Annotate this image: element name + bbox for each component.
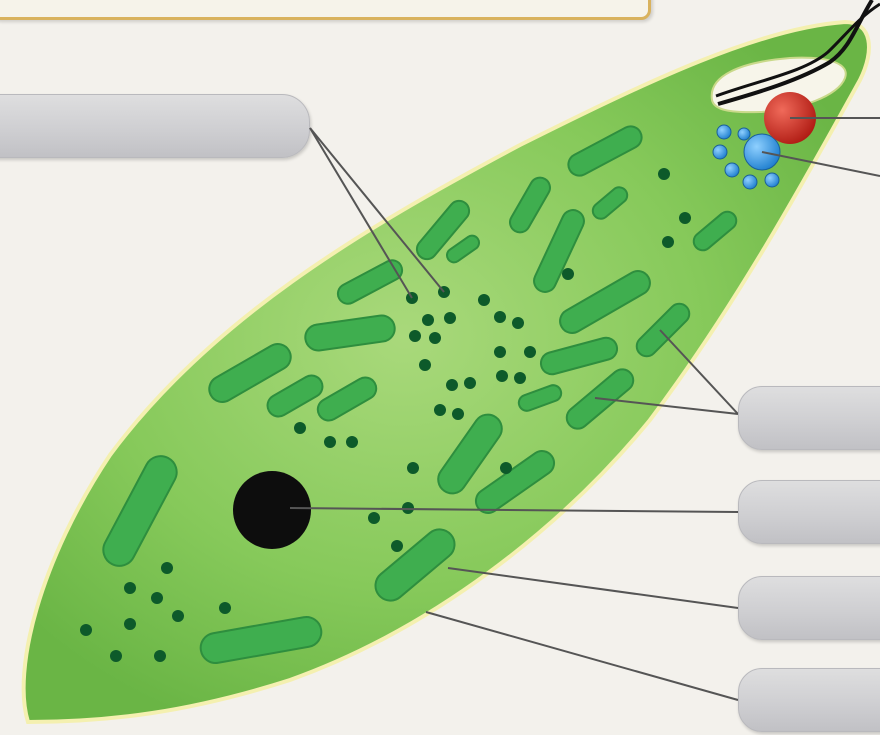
vesicle	[765, 173, 779, 187]
granule	[407, 462, 419, 474]
granule	[124, 582, 136, 594]
granule	[419, 359, 431, 371]
granule	[524, 346, 536, 358]
granule	[151, 592, 163, 604]
leader-line	[448, 568, 738, 608]
granule	[494, 346, 506, 358]
granule	[494, 311, 506, 323]
granule	[172, 610, 184, 622]
granule	[346, 436, 358, 448]
granule	[294, 422, 306, 434]
vesicle	[717, 125, 731, 139]
granule	[662, 236, 674, 248]
granule	[562, 268, 574, 280]
granule	[422, 314, 434, 326]
leader-line	[426, 612, 738, 700]
granule	[434, 404, 446, 416]
granule	[446, 379, 458, 391]
granule	[219, 602, 231, 614]
vesicle	[713, 145, 727, 159]
granule	[512, 317, 524, 329]
granule	[464, 377, 476, 389]
label-box-nucleus[interactable]	[738, 480, 880, 544]
granule	[658, 168, 670, 180]
vesicle	[743, 175, 757, 189]
granule	[391, 540, 403, 552]
nucleus	[233, 471, 311, 549]
label-box-pellicle[interactable]	[738, 668, 880, 732]
granule	[452, 408, 464, 420]
granule	[429, 332, 441, 344]
granule	[80, 624, 92, 636]
granule	[500, 462, 512, 474]
granule	[110, 650, 122, 662]
label-box-chloroplast[interactable]	[738, 386, 880, 450]
granule	[496, 370, 508, 382]
label-box-cytoplasm[interactable]	[738, 576, 880, 640]
granule	[444, 312, 456, 324]
granule	[402, 502, 414, 514]
granule	[154, 650, 166, 662]
granule	[324, 436, 336, 448]
vesicle	[738, 128, 750, 140]
vesicle	[725, 163, 739, 177]
granule	[478, 294, 490, 306]
granule	[161, 562, 173, 574]
granule	[368, 512, 380, 524]
granule	[409, 330, 421, 342]
granule	[514, 372, 526, 384]
granule	[679, 212, 691, 224]
granule	[124, 618, 136, 630]
